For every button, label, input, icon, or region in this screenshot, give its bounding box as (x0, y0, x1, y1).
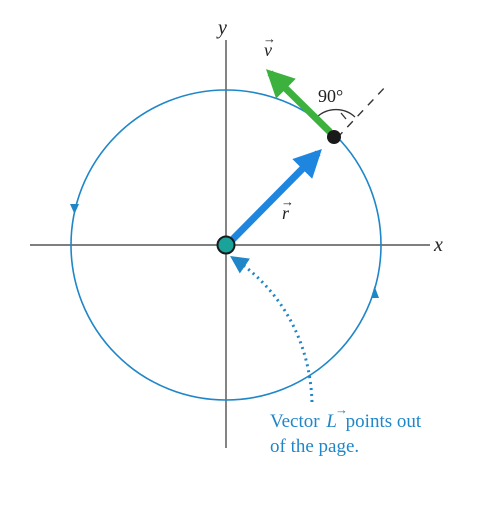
right-angle-arc (316, 108, 356, 118)
note-prefix: Vector (270, 411, 320, 432)
angle-label: 90° (318, 86, 343, 106)
orbit-direction-arrow-right (371, 286, 379, 298)
y-axis-label: y (216, 17, 227, 39)
orbit-direction-arrow-left (70, 204, 79, 214)
note-L-arrow-accent: → (335, 402, 348, 417)
orbit-circle (70, 89, 382, 401)
v-vector-arrow-accent: → (263, 31, 276, 46)
x-axis-label: x (433, 234, 443, 256)
L-vector-out-of-page-symbol (216, 235, 236, 255)
position-vector (229, 149, 322, 243)
velocity-vector (266, 69, 333, 135)
note-line-2: of the page. (270, 436, 359, 457)
r-vector-label: r (282, 203, 290, 223)
r-vector-arrow-accent: → (281, 194, 294, 209)
particle (327, 130, 341, 144)
note-L-symbol: L (325, 411, 337, 432)
v-vector-label: v (264, 40, 272, 60)
r-extension-dashed-line (336, 83, 389, 139)
note-line-1: Vector L points out (270, 411, 422, 432)
note-suffix: points out (346, 411, 422, 432)
right-angle-tick (340, 112, 347, 120)
